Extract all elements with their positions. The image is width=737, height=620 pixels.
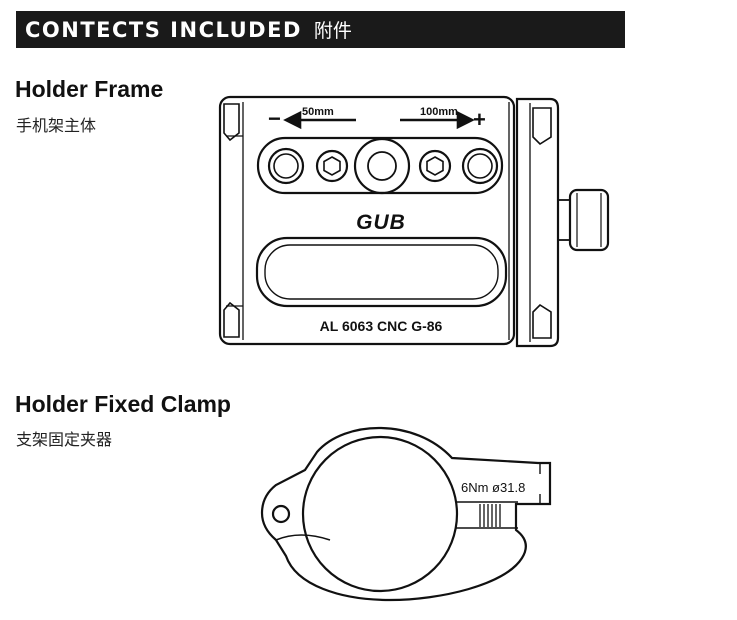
frame-jaw	[515, 97, 560, 348]
minus-symbol: −	[268, 106, 281, 131]
clamp-ring	[301, 435, 459, 593]
header-bar: CONTECTS INCLUDED 附件	[16, 11, 625, 48]
material-label: AL 6063 CNC G-86	[320, 318, 443, 334]
header-title-cn: 附件	[313, 20, 352, 42]
frame-body	[218, 95, 516, 346]
center-knob	[353, 137, 411, 195]
right-adjust-label: 100mm	[420, 106, 458, 118]
fixed-clamp-subtitle: 支架固定夹器	[16, 430, 113, 449]
clamp-screw	[479, 504, 501, 527]
holder-frame-subtitle: 手机架主体	[16, 116, 97, 135]
clamp-body	[260, 426, 552, 602]
brand-logo: GUB	[356, 211, 406, 234]
clamp-spec-label: 6Nm ø31.8	[461, 480, 525, 495]
plus-symbol: +	[473, 107, 486, 132]
holder-frame-title: Holder Frame	[15, 76, 164, 102]
fixed-clamp-title: Holder Fixed Clamp	[15, 391, 231, 417]
side-knob	[568, 188, 610, 252]
frame-slot	[255, 236, 508, 308]
left-adjust-label: 50mm	[302, 106, 334, 118]
header-title: CONTECTS INCLUDED	[25, 17, 302, 42]
